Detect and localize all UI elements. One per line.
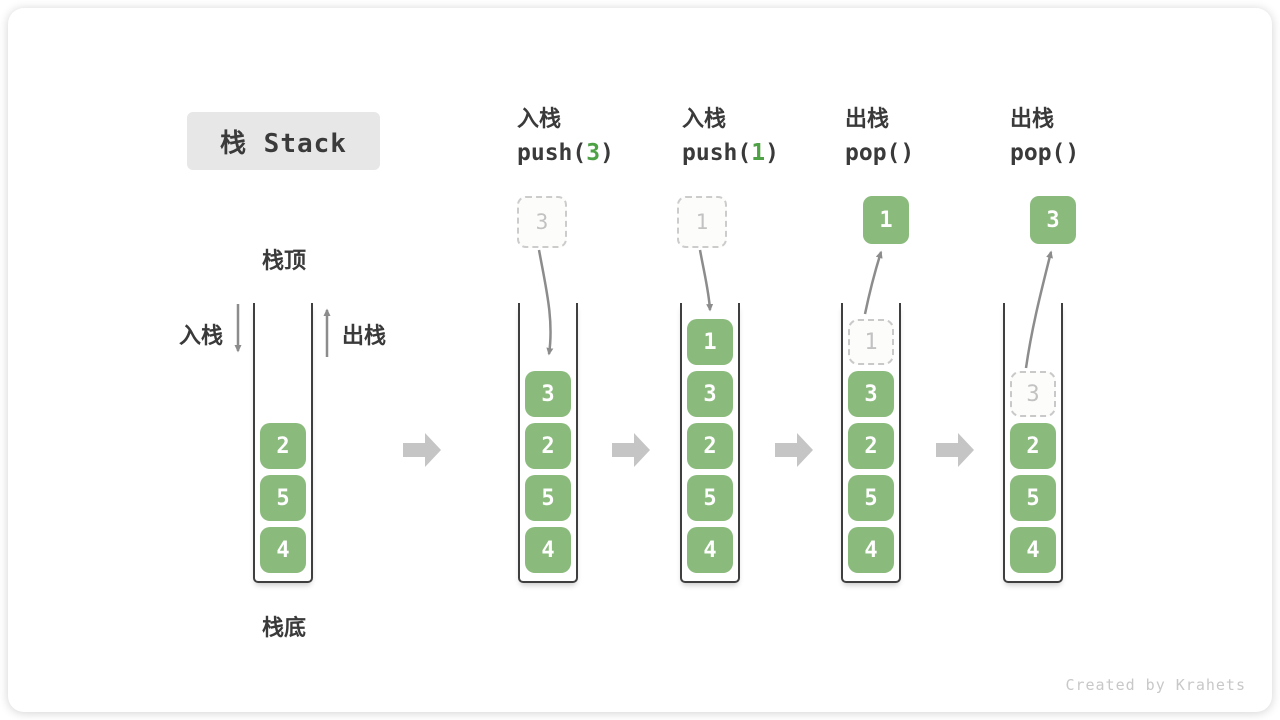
pushed-value-ghost: 1 bbox=[677, 196, 727, 248]
code-arg: 3 bbox=[586, 140, 601, 166]
stack-item: 2 bbox=[525, 423, 571, 469]
op-label: 出栈 bbox=[845, 107, 890, 132]
stack-item: 1 bbox=[687, 319, 733, 365]
stack-item: 5 bbox=[848, 475, 894, 521]
stack-item: 5 bbox=[687, 475, 733, 521]
pushed-value-ghost: 3 bbox=[517, 196, 567, 248]
header-pop-second: 出栈 pop() bbox=[1010, 101, 1079, 166]
stack-item: 4 bbox=[848, 527, 894, 573]
title-badge: 栈 Stack bbox=[187, 112, 380, 170]
op-code: pop() bbox=[845, 140, 915, 166]
stack-item: 2 bbox=[260, 423, 306, 469]
popped-value-box: 1 bbox=[863, 196, 909, 244]
stack-slot-ghost: 1 bbox=[848, 319, 894, 365]
stack-item: 4 bbox=[260, 527, 306, 573]
stack-container-push-1: 1 3 2 5 4 bbox=[680, 303, 740, 583]
push-direction-label: 入栈 bbox=[179, 324, 224, 349]
title-text: 栈 Stack bbox=[220, 128, 347, 159]
op-label: 入栈 bbox=[682, 107, 727, 132]
stack-slot-ghost: 3 bbox=[1010, 371, 1056, 417]
stack-item: 2 bbox=[1010, 423, 1056, 469]
op-code: pop() bbox=[1010, 140, 1080, 166]
header-pop-first: 出栈 pop() bbox=[845, 101, 914, 166]
stack-item: 3 bbox=[848, 371, 894, 417]
stack-top-label: 栈顶 bbox=[261, 249, 307, 274]
watermark: Created by Krahets bbox=[1065, 676, 1246, 694]
op-label: 出栈 bbox=[1010, 107, 1055, 132]
stack-item: 3 bbox=[525, 371, 571, 417]
stack-bottom-label: 栈底 bbox=[261, 616, 307, 641]
op-code: push(1) bbox=[682, 140, 779, 166]
stack-item: 2 bbox=[687, 423, 733, 469]
op-code: push(3) bbox=[517, 140, 614, 166]
header-push-3: 入栈 push(3) bbox=[517, 101, 614, 166]
stack-item: 5 bbox=[1010, 475, 1056, 521]
stack-item: 5 bbox=[525, 475, 571, 521]
stack-container-push-3: 3 2 5 4 bbox=[518, 303, 578, 583]
popped-value-box: 3 bbox=[1030, 196, 1076, 244]
stack-container-pop-first: 1 3 2 5 4 bbox=[841, 303, 901, 583]
op-label: 入栈 bbox=[517, 107, 562, 132]
stack-item: 4 bbox=[525, 527, 571, 573]
stack-item: 3 bbox=[687, 371, 733, 417]
header-push-1: 入栈 push(1) bbox=[682, 101, 779, 166]
stack-item: 4 bbox=[687, 527, 733, 573]
stack-container-initial: 2 5 4 bbox=[253, 303, 313, 583]
code-arg: 1 bbox=[751, 140, 766, 166]
stack-item: 2 bbox=[848, 423, 894, 469]
stack-item: 4 bbox=[1010, 527, 1056, 573]
pop-direction-label: 出栈 bbox=[342, 324, 387, 349]
stack-container-pop-second: 3 2 5 4 bbox=[1003, 303, 1063, 583]
stack-item: 5 bbox=[260, 475, 306, 521]
